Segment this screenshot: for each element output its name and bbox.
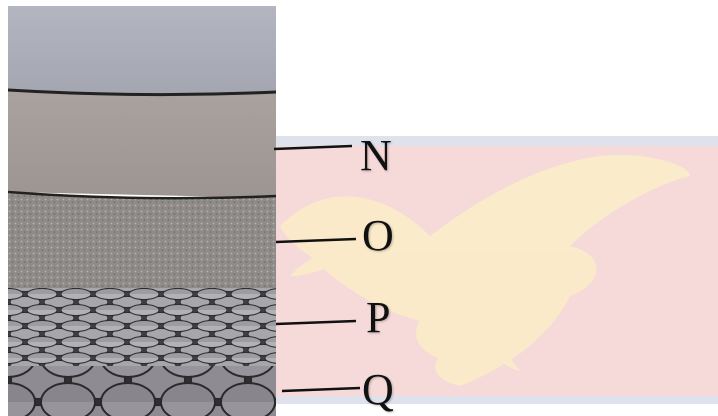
label-n: N (360, 131, 392, 180)
eagle-watermark-icon (280, 155, 690, 386)
banner-stripe-bottom (270, 396, 718, 404)
label-q: Q (362, 365, 394, 414)
top-band (8, 6, 276, 98)
banner-stripe-top (270, 136, 718, 146)
layer-q (8, 366, 276, 416)
label-o: O (362, 211, 394, 260)
layer-p (8, 288, 276, 368)
layer-cross-section (8, 6, 276, 416)
boundary-n-o (8, 190, 276, 200)
layer-o (8, 192, 276, 290)
label-p: P (366, 293, 391, 342)
boundary-top (8, 88, 276, 97)
layer-n (8, 90, 276, 198)
